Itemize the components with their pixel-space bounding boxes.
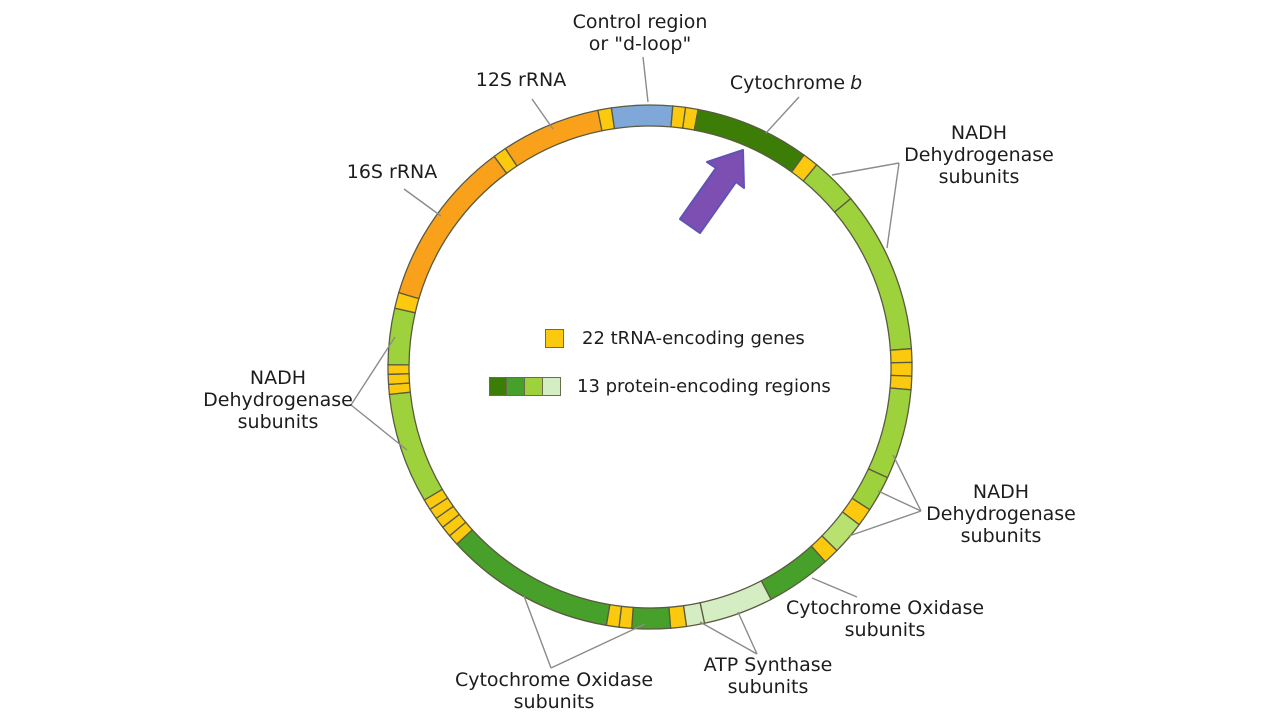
label-control-region: Control region or "d-loop" — [572, 11, 708, 55]
leader-lines — [350, 56, 922, 669]
ring-segment-rrna-12s — [504, 109, 603, 167]
label-cytochrome-oxidase-right: Cytochrome Oxidase subunits — [785, 597, 985, 641]
label-cytochrome-oxidase-bottom: Cytochrome Oxidase subunits — [454, 669, 654, 713]
leader-line — [350, 336, 396, 406]
leader-line — [550, 623, 646, 669]
label-12s-rrna: 12S rRNA — [475, 69, 567, 91]
ring-segment-trna — [890, 361, 913, 377]
ring-segment-nadh — [387, 307, 416, 366]
leader-line — [737, 611, 758, 655]
trna-color-swatch — [545, 329, 564, 348]
protein-swatch — [507, 377, 525, 396]
legend-protein-row: 13 protein-encoding regions — [489, 376, 831, 397]
ring-segment-trna — [387, 373, 411, 386]
leader-line — [403, 188, 442, 217]
ring-segment-trna — [668, 604, 688, 629]
ring-segment-nadh — [833, 197, 913, 351]
label-atp-synthase: ATP Synthase subunits — [703, 654, 833, 698]
legend-trna-row: 22 tRNA-encoding genes — [545, 328, 805, 349]
leader-line — [765, 96, 800, 134]
protein-swatch — [525, 377, 543, 396]
label-nadh-bottom-right: NADH Dehydrogenase subunits — [926, 481, 1076, 547]
leader-line — [350, 404, 408, 451]
leader-line — [531, 98, 554, 130]
protein-color-swatches — [489, 377, 561, 396]
ring-segment-cox — [631, 606, 672, 630]
leader-line — [523, 595, 552, 669]
leader-line — [892, 454, 922, 512]
ring-segment-control-region — [610, 104, 674, 130]
label-cytochrome-b-gene: b — [850, 72, 863, 94]
ring-segment-cox — [760, 545, 827, 601]
label-16s-rrna: 16S rRNA — [346, 161, 438, 183]
protein-swatch — [489, 377, 507, 396]
leader-line — [877, 490, 922, 512]
label-nadh-top-right: NADH Dehydrogenase subunits — [904, 122, 1054, 188]
ring-segment-trna — [387, 364, 410, 375]
leader-line — [699, 621, 758, 655]
ring-segment-trna — [889, 348, 913, 364]
leader-line — [831, 162, 900, 176]
ring-segment-nadh — [867, 387, 912, 479]
leader-line — [886, 162, 900, 249]
ring-segments — [387, 104, 913, 630]
ring-segment-trna — [597, 107, 616, 132]
protein-swatch — [543, 377, 561, 396]
ring-segment-cox — [455, 528, 611, 627]
legend-protein-label: 13 protein-encoding regions — [577, 376, 831, 397]
ring-segment-nadh — [388, 391, 444, 501]
leader-line — [848, 510, 922, 537]
ring-segment-atp-synthase — [699, 579, 772, 625]
leader-line — [642, 56, 649, 103]
label-cytochrome-b-text: Cytochrome — [729, 72, 846, 94]
label-nadh-left: NADH Dehydrogenase subunits — [203, 367, 353, 433]
transcription-direction-arrow-icon — [679, 149, 745, 234]
legend-trna-label: 22 tRNA-encoding genes — [582, 328, 805, 349]
leader-line — [811, 577, 858, 598]
